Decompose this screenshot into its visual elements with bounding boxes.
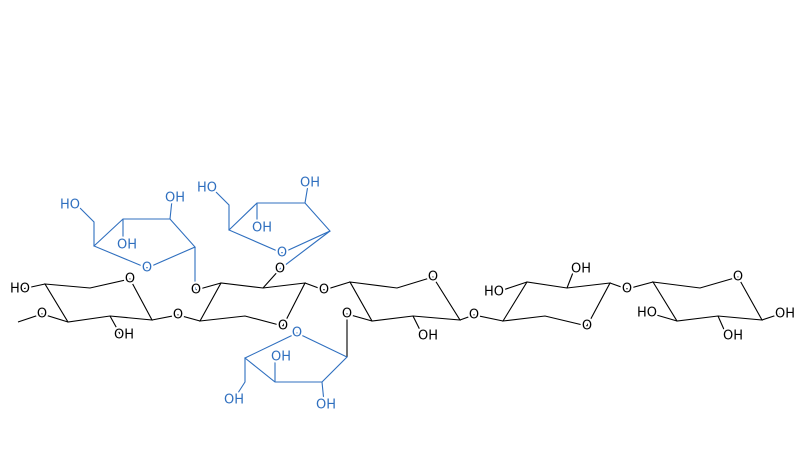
ring-5 <box>651 276 763 322</box>
atom-label: OH <box>418 329 438 344</box>
atom-label: O <box>733 270 743 285</box>
bond <box>79 207 95 246</box>
atom-label: OH <box>224 393 244 408</box>
atom-label: O <box>125 272 135 287</box>
atom-label: OH <box>723 329 743 344</box>
backbone-bonds <box>17 268 781 357</box>
bond <box>652 313 678 322</box>
glycosidic-bond <box>151 314 201 322</box>
atom-label: HO <box>637 306 657 321</box>
atom-label: O <box>191 283 201 298</box>
atom-label: OH <box>165 191 185 206</box>
atom-label: O <box>469 308 479 323</box>
atom-label: O <box>292 326 302 341</box>
bond <box>717 315 727 335</box>
atom-label: OH <box>316 398 336 413</box>
atom-label: HO <box>484 285 504 300</box>
side-ring-b <box>228 202 331 254</box>
atom-label: O <box>342 307 352 322</box>
atom-label: HO <box>197 181 217 196</box>
atom-label: O <box>622 282 632 297</box>
glycosidic-bond <box>609 281 654 290</box>
atom-label: OH <box>300 176 320 191</box>
atom-label: O <box>142 261 152 276</box>
ring-3 <box>348 276 462 322</box>
atom-label: OH <box>271 350 291 365</box>
ring-4 <box>501 281 611 327</box>
atom-label: HO <box>60 198 80 213</box>
backbone-atom-labels: HO O O OH O O O O O O O OH O HO OH O O O… <box>8 260 797 346</box>
atom-label: O <box>277 246 287 261</box>
bond <box>262 268 281 289</box>
bond <box>21 283 46 290</box>
atom-label: OH <box>114 328 134 343</box>
bond <box>566 269 575 289</box>
glycosidic-bond <box>304 281 351 291</box>
atom-label: OH <box>775 307 795 322</box>
atom-label: O <box>37 307 47 322</box>
ring-2 <box>199 282 306 327</box>
atom-label: O <box>278 319 288 334</box>
methoxy-bond <box>17 313 69 323</box>
atom-label: O <box>582 319 592 334</box>
atom-label: HO <box>10 282 30 297</box>
atom-label: OH <box>571 262 591 277</box>
side-unit-atom-labels: HO OH OH O HO OH OH O O OH OH OH <box>58 174 338 415</box>
bond <box>235 358 246 397</box>
ring-1 <box>43 278 153 323</box>
bond <box>412 315 423 335</box>
bond <box>304 184 309 204</box>
atom-label: OH <box>117 238 137 253</box>
atom-label: O <box>428 270 438 285</box>
bond <box>346 313 373 357</box>
side-ring-a <box>92 218 196 269</box>
atom-label: O <box>275 262 285 277</box>
atom-label: O <box>319 283 329 298</box>
atom-label: O <box>173 308 183 323</box>
bond <box>279 230 331 270</box>
bond <box>761 313 781 321</box>
bond <box>169 199 173 220</box>
bond <box>109 315 121 335</box>
atom-label: OH <box>252 221 272 236</box>
bond <box>499 281 528 292</box>
bond <box>321 381 325 403</box>
glycosidic-bond <box>459 314 504 322</box>
side-unit-bonds <box>79 184 348 403</box>
bond <box>195 282 222 291</box>
bond <box>214 190 230 230</box>
side-ring-c <box>243 332 348 383</box>
